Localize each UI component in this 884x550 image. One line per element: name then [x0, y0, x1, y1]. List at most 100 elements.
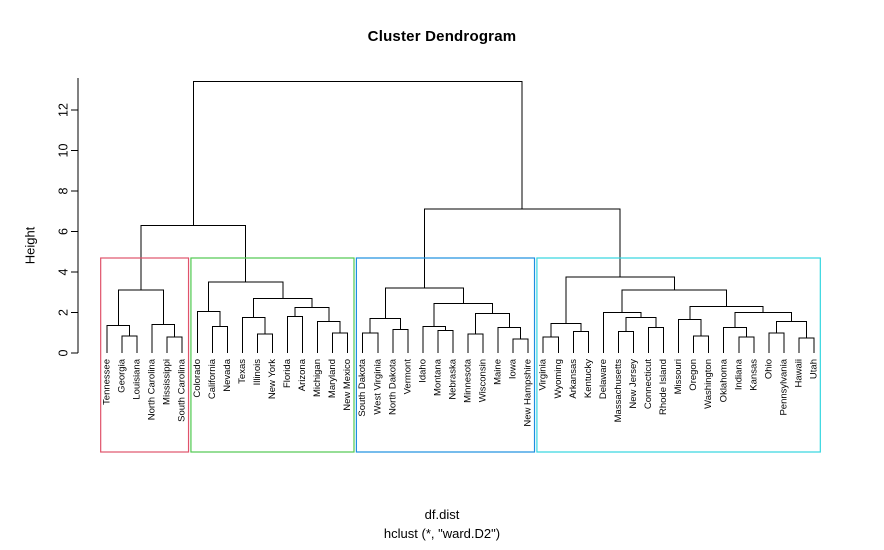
leaf-label: Colorado [192, 359, 203, 398]
dendrogram-link [763, 312, 792, 322]
dendrogram-links [106, 81, 815, 353]
leaf-label: Mississippi [162, 359, 173, 405]
dendrogram-link [208, 281, 246, 312]
y-axis-tick-label: 4 [56, 268, 70, 275]
dendrogram-link [746, 336, 755, 353]
dendrogram-link [362, 332, 371, 353]
page-title: Cluster Dendrogram [367, 28, 517, 45]
leaf-label: Maine [493, 359, 504, 385]
dendrogram-link [806, 337, 815, 353]
y-axis-tick-label: 2 [56, 309, 70, 316]
leaf-label: New York [267, 359, 278, 399]
leaf-label: North Carolina [147, 358, 158, 420]
dendrogram-link [475, 313, 493, 334]
dendrogram-link [602, 312, 623, 353]
dendrogram-link [295, 316, 304, 353]
dendrogram-link [512, 338, 521, 353]
leaf-label: Nevada [222, 358, 233, 391]
dendrogram-link [738, 336, 747, 353]
leaf-label: Missouri [673, 359, 684, 394]
y-axis-tick-label: 8 [56, 187, 70, 194]
dendrogram-link [674, 289, 728, 307]
dendrogram-link [492, 313, 510, 328]
dendrogram-link [621, 289, 675, 313]
dendrogram-link [467, 333, 476, 353]
leaf-label: Hawaii [793, 359, 804, 388]
dendrogram-link [163, 324, 176, 337]
dendrogram-link [689, 319, 702, 336]
leaf-labels: Tennessee Georgia Louisiana North Carolina M… [102, 358, 820, 426]
dendrogram-link [735, 327, 747, 337]
dendrogram-link [693, 335, 702, 353]
dendrogram-link [400, 329, 409, 353]
dendrogram-link [678, 319, 690, 353]
leaf-label: Georgia [117, 358, 128, 393]
dendrogram-link [241, 317, 254, 353]
dendrogram-link [433, 302, 464, 327]
leaf-label: Connecticut [643, 359, 654, 410]
dendrogram-link [648, 327, 657, 353]
leaf-label: North Dakota [387, 358, 398, 415]
dendrogram-link [565, 323, 582, 332]
leaf-label: Louisiana [132, 358, 143, 399]
leaf-label: Texas [237, 359, 248, 384]
leaf-label: Iowa [508, 358, 519, 379]
leaf-label: Arizona [297, 358, 308, 391]
dendrogram-link [542, 336, 551, 353]
leaf-label: California [207, 358, 218, 399]
dendrogram-link [775, 321, 792, 333]
dendrogram-link [689, 305, 727, 320]
dendrogram-link [340, 332, 349, 353]
dendrogram-link [625, 331, 634, 353]
dendrogram-link [701, 335, 710, 353]
dendrogram-link [193, 224, 247, 283]
cluster-box-cluster1 [100, 257, 190, 453]
dendrogram-link [151, 324, 164, 353]
dendrogram-link [625, 317, 642, 332]
dendrogram-link [287, 316, 296, 353]
dendrogram-link [294, 306, 312, 317]
leaf-label: Maryland [327, 359, 338, 398]
dendrogram-link [118, 325, 131, 336]
dendrogram-link [617, 331, 626, 353]
dendrogram-link [622, 312, 642, 318]
dendrogram-link [434, 326, 446, 331]
leaf-label: Massachusetts [613, 359, 624, 423]
leaf-label: Vermont [402, 359, 413, 395]
dendrogram-link [550, 323, 566, 337]
dendrogram-link [370, 332, 379, 353]
leaf-label: Michigan [312, 359, 323, 397]
leaf-label: Nebraska [447, 358, 458, 399]
dendrogram-link [384, 287, 425, 319]
leaf-label: Oregon [688, 359, 699, 391]
dendrogram-link [437, 330, 446, 353]
leaf-label: Tennessee [102, 359, 113, 405]
leaf-label: Wyoming [553, 359, 564, 399]
dendrogram-link [357, 81, 523, 210]
y-axis-tick-label: 12 [56, 103, 70, 117]
dendrogram-link [192, 81, 358, 226]
dendrogram-link [219, 326, 228, 353]
dendrogram-link [791, 321, 807, 338]
leaf-label: Washington [703, 359, 714, 409]
leaf-label: Indiana [733, 358, 744, 390]
dendrogram-link [196, 310, 209, 353]
dendrogram-link [463, 302, 493, 314]
leaf-label: New Jersey [628, 359, 639, 409]
dendrogram-link [332, 332, 341, 353]
leaf-label: Florida [282, 358, 293, 388]
dendrogram-link [520, 338, 529, 353]
dendrogram-link [256, 333, 265, 353]
leaf-label: Kentucky [583, 359, 594, 398]
leaf-label: Virginia [538, 358, 549, 390]
dendrogram-link [392, 329, 401, 353]
dendrogram-link [475, 333, 484, 353]
dendrogram-link [264, 333, 273, 353]
dendrogram-link [656, 327, 665, 353]
dendrogram-link [385, 318, 401, 330]
x-axis-caption: df.dist hclust (*, "ward.D2") [0, 505, 884, 543]
dendrogram-link [166, 336, 175, 353]
leaf-label: New Hampshire [523, 359, 534, 427]
dendrogram-link [245, 281, 284, 299]
